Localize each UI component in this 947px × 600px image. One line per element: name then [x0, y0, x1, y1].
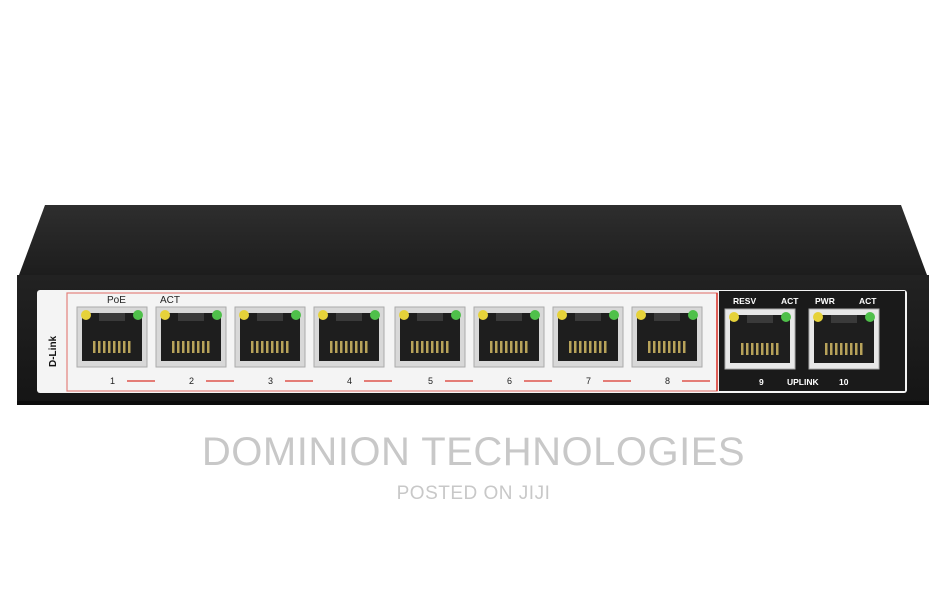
uplink-title: UPLINK [787, 377, 820, 387]
act-led [609, 310, 619, 320]
uplink-port-9-number: 9 [759, 377, 764, 387]
uplink-port-9[interactable] [724, 308, 796, 370]
act-led [370, 310, 380, 320]
ethernet-port-8[interactable] [631, 306, 703, 368]
ports-1-8: 1 2 3 4 5 6 7 8 [76, 306, 710, 386]
ethernet-port-5[interactable] [394, 306, 466, 368]
ethernet-port-6[interactable] [473, 306, 545, 368]
switch-top [19, 205, 927, 275]
port-number: 3 [268, 376, 273, 386]
poe-led [478, 310, 488, 320]
poe-led [81, 310, 91, 320]
act-led [688, 310, 698, 320]
act-led-label: ACT [160, 295, 180, 306]
uplink-ports [724, 308, 880, 370]
port-number: 6 [507, 376, 512, 386]
uplink-label-act-2: ACT [859, 296, 877, 306]
watermark-title: DOMINION TECHNOLOGIES [201, 430, 746, 474]
watermark-subtitle: POSTED ON JIJI [396, 483, 551, 504]
port-number: 4 [347, 376, 352, 386]
act-led [865, 312, 875, 322]
act-led [781, 312, 791, 322]
port-number: 1 [110, 376, 115, 386]
brand-logo: D-Link [48, 335, 59, 367]
act-led [212, 310, 222, 320]
ethernet-port-7[interactable] [552, 306, 624, 368]
ethernet-port-1[interactable] [76, 306, 148, 368]
uplink-label-pwr: PWR [815, 296, 835, 306]
poe-led [557, 310, 567, 320]
poe-led [813, 312, 823, 322]
poe-led [239, 310, 249, 320]
ethernet-port-3[interactable] [234, 306, 306, 368]
network-switch: D-Link PoE ACT 1 2 3 4 5 6 7 8 RESV ACT PWR ACT… [15, 205, 931, 405]
uplink-label-act-1: ACT [781, 296, 799, 306]
port-number: 8 [665, 376, 670, 386]
port-number: 7 [586, 376, 591, 386]
act-led [530, 310, 540, 320]
poe-led [318, 310, 328, 320]
poe-led [399, 310, 409, 320]
port-number: 5 [428, 376, 433, 386]
ethernet-port-2[interactable] [155, 306, 227, 368]
uplink-port-10[interactable] [808, 308, 880, 370]
ethernet-port-4[interactable] [313, 306, 385, 368]
act-led [451, 310, 461, 320]
poe-led-label: PoE [107, 295, 126, 306]
uplink-port-10-number: 10 [839, 377, 849, 387]
poe-led [160, 310, 170, 320]
poe-led [729, 312, 739, 322]
act-led [133, 310, 143, 320]
poe-led [636, 310, 646, 320]
uplink-label-resv: RESV [733, 296, 756, 306]
act-led [291, 310, 301, 320]
port-number: 2 [189, 376, 194, 386]
switch-svg: D-Link PoE ACT 1 2 3 4 5 6 7 8 RESV ACT PWR ACT… [17, 205, 929, 405]
